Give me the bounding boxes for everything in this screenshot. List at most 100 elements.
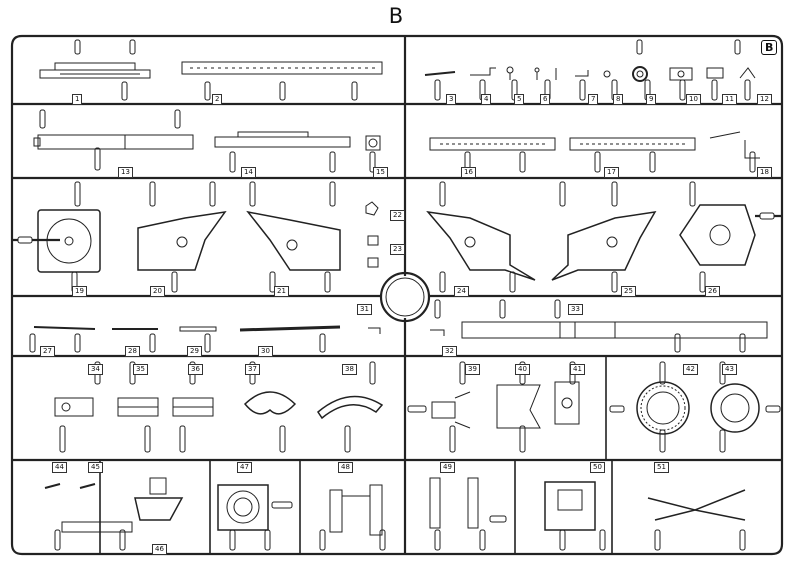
part-14 xyxy=(214,131,351,148)
part-number-2: 2 xyxy=(212,94,223,105)
part-20 xyxy=(137,210,227,271)
part-21 xyxy=(246,210,341,271)
part-number-48: 48 xyxy=(338,462,353,473)
part-number-51: 51 xyxy=(654,462,669,473)
part-29 xyxy=(179,326,217,332)
part-33 xyxy=(461,321,768,339)
part-37 xyxy=(243,391,297,415)
part-number-31: 31 xyxy=(357,304,372,315)
part-12 xyxy=(739,67,756,79)
part-number-11: 11 xyxy=(722,94,737,105)
part-10 xyxy=(669,67,693,81)
part-11 xyxy=(706,67,724,79)
part-44 xyxy=(44,483,61,489)
part-17 xyxy=(569,137,696,151)
part-23 xyxy=(367,235,379,268)
part-26 xyxy=(679,204,756,266)
part-30 xyxy=(239,325,341,332)
part-38 xyxy=(317,395,384,420)
part-number-21: 21 xyxy=(274,286,289,297)
sprue-title: B xyxy=(388,4,404,28)
part-number-32: 32 xyxy=(442,346,457,357)
part-7 xyxy=(575,70,589,77)
part-1 xyxy=(39,62,151,79)
part-31 xyxy=(368,327,381,334)
part-39 xyxy=(431,391,471,429)
part-22 xyxy=(365,201,379,216)
part-number-19: 19 xyxy=(72,286,87,297)
part-number-36: 36 xyxy=(188,364,203,375)
part-number-38: 38 xyxy=(342,364,357,375)
part-18 xyxy=(709,131,760,159)
part-9 xyxy=(632,66,648,82)
part-4 xyxy=(470,67,496,76)
part-number-12: 12 xyxy=(757,94,772,105)
part-50 xyxy=(544,481,596,531)
part-number-14: 14 xyxy=(241,167,256,178)
part-number-6: 6 xyxy=(540,94,551,105)
part-35 xyxy=(117,397,159,417)
part-number-42: 42 xyxy=(683,364,698,375)
part-42 xyxy=(636,381,690,435)
part-number-7: 7 xyxy=(588,94,599,105)
part-5 xyxy=(506,66,514,80)
part-number-49: 49 xyxy=(440,462,455,473)
part-2 xyxy=(181,61,383,75)
part-40 xyxy=(496,384,541,429)
part-number-8: 8 xyxy=(613,94,624,105)
part-number-4: 4 xyxy=(481,94,492,105)
part-number-29: 29 xyxy=(187,346,202,357)
part-number-25: 25 xyxy=(621,286,636,297)
part-number-10: 10 xyxy=(686,94,701,105)
part-number-50: 50 xyxy=(590,462,605,473)
part-24 xyxy=(426,210,536,281)
part-47 xyxy=(217,484,269,531)
part-number-15: 15 xyxy=(373,167,388,178)
part-34 xyxy=(54,397,94,417)
part-45 xyxy=(79,483,96,489)
part-number-5: 5 xyxy=(514,94,525,105)
part-number-3: 3 xyxy=(446,94,457,105)
part-46 xyxy=(61,477,184,533)
part-32 xyxy=(430,329,445,336)
part-number-28: 28 xyxy=(125,346,140,357)
part-13 xyxy=(33,134,194,150)
part-number-1: 1 xyxy=(72,94,83,105)
part-number-20: 20 xyxy=(150,286,165,297)
part-number-22: 22 xyxy=(390,210,405,221)
part-15 xyxy=(365,135,381,151)
part-19 xyxy=(37,209,101,273)
part-number-41: 41 xyxy=(570,364,585,375)
part-8 xyxy=(603,70,611,78)
part-number-17: 17 xyxy=(604,167,619,178)
part-number-37: 37 xyxy=(245,364,260,375)
part-number-18: 18 xyxy=(757,167,772,178)
part-number-39: 39 xyxy=(465,364,480,375)
part-number-16: 16 xyxy=(461,167,476,178)
part-number-45: 45 xyxy=(88,462,103,473)
part-number-26: 26 xyxy=(705,286,720,297)
part-number-13: 13 xyxy=(118,167,133,178)
part-41 xyxy=(554,381,580,425)
part-43 xyxy=(710,383,760,433)
part-49 xyxy=(429,477,479,529)
part-number-27: 27 xyxy=(40,346,55,357)
part-16 xyxy=(429,137,556,151)
part-25 xyxy=(551,211,657,281)
part-48 xyxy=(329,484,383,536)
part-number-40: 40 xyxy=(515,364,530,375)
part-number-47: 47 xyxy=(237,462,252,473)
part-51 xyxy=(647,489,746,521)
part-3 xyxy=(424,71,456,76)
part-number-9: 9 xyxy=(646,94,657,105)
part-number-23: 23 xyxy=(390,244,405,255)
part-number-44: 44 xyxy=(52,462,67,473)
part-number-46: 46 xyxy=(152,544,167,555)
part-6 xyxy=(534,67,557,80)
sprue-letter-badge: B xyxy=(761,40,778,55)
part-number-24: 24 xyxy=(454,286,469,297)
part-number-43: 43 xyxy=(722,364,737,375)
part-27 xyxy=(33,326,96,330)
part-number-34: 34 xyxy=(88,364,103,375)
